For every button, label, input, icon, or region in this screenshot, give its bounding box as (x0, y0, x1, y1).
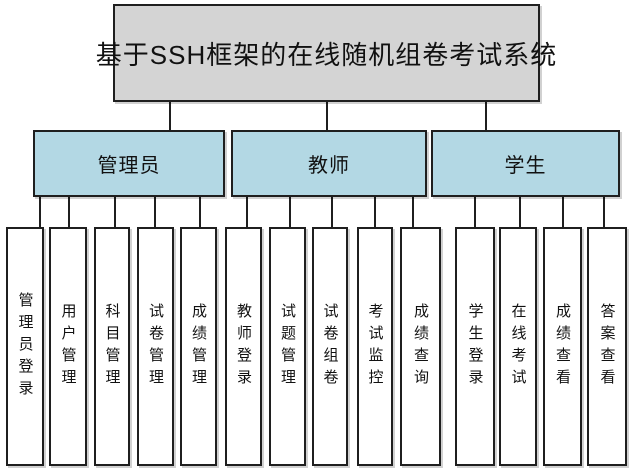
root-node-system-title: 基于SSH框架的在线随机组卷考试系统 (96, 4, 556, 102)
leaf-node-label: 在线考试 (509, 302, 527, 391)
leaf-node-label: 科目管理 (103, 302, 121, 391)
leaf-node-exam-monitoring: 考试监控 (357, 227, 393, 466)
leaf-node-label: 学生登录 (466, 302, 484, 391)
leaf-node-score-management: 成绩管理 (180, 227, 217, 466)
leaf-node-label: 成绩查询 (412, 302, 429, 391)
leaf-node-label: 管理员登录 (16, 291, 34, 402)
leaf-node-label: 用户管理 (59, 302, 77, 391)
leaf-node-label: 成绩查看 (554, 302, 571, 391)
leaf-node-user-management: 用户管理 (49, 227, 87, 466)
leaf-node-label: 试卷组卷 (321, 302, 339, 391)
leaf-node-label: 试题管理 (279, 302, 296, 391)
leaf-node-paper-assembly: 试卷组卷 (312, 227, 348, 466)
branch-node-teacher: 教师 (231, 130, 427, 197)
branch-node-student: 学生 (431, 130, 620, 197)
leaf-node-label: 答案查看 (598, 302, 616, 391)
leaf-node-teacher-login: 教师登录 (225, 227, 262, 466)
leaf-node-student-login: 学生登录 (455, 227, 495, 466)
leaf-node-subject-management: 科目管理 (94, 227, 130, 466)
leaf-node-question-management: 试题管理 (269, 227, 306, 466)
leaf-node-admin-login: 管理员登录 (6, 227, 44, 466)
leaf-node-label: 试卷管理 (147, 302, 164, 391)
leaf-node-label: 考试监控 (366, 302, 384, 391)
root-node-label: 基于SSH框架的在线随机组卷考试系统 (95, 39, 558, 70)
leaf-node-label: 教师登录 (235, 302, 252, 391)
branch-node-teacher-label: 教师 (308, 155, 350, 177)
leaf-node-score-view: 成绩查看 (543, 227, 582, 466)
leaf-node-paper-management: 试卷管理 (137, 227, 174, 466)
leaf-node-answer-view: 答案查看 (587, 227, 627, 466)
leaf-node-online-exam: 在线考试 (499, 227, 537, 466)
branch-node-admin: 管理员 (33, 130, 225, 197)
leaf-node-label: 成绩管理 (190, 302, 207, 391)
branch-node-admin-label: 管理员 (97, 155, 161, 177)
branch-node-student-label: 学生 (504, 155, 547, 177)
leaf-node-score-query: 成绩查询 (400, 227, 441, 466)
